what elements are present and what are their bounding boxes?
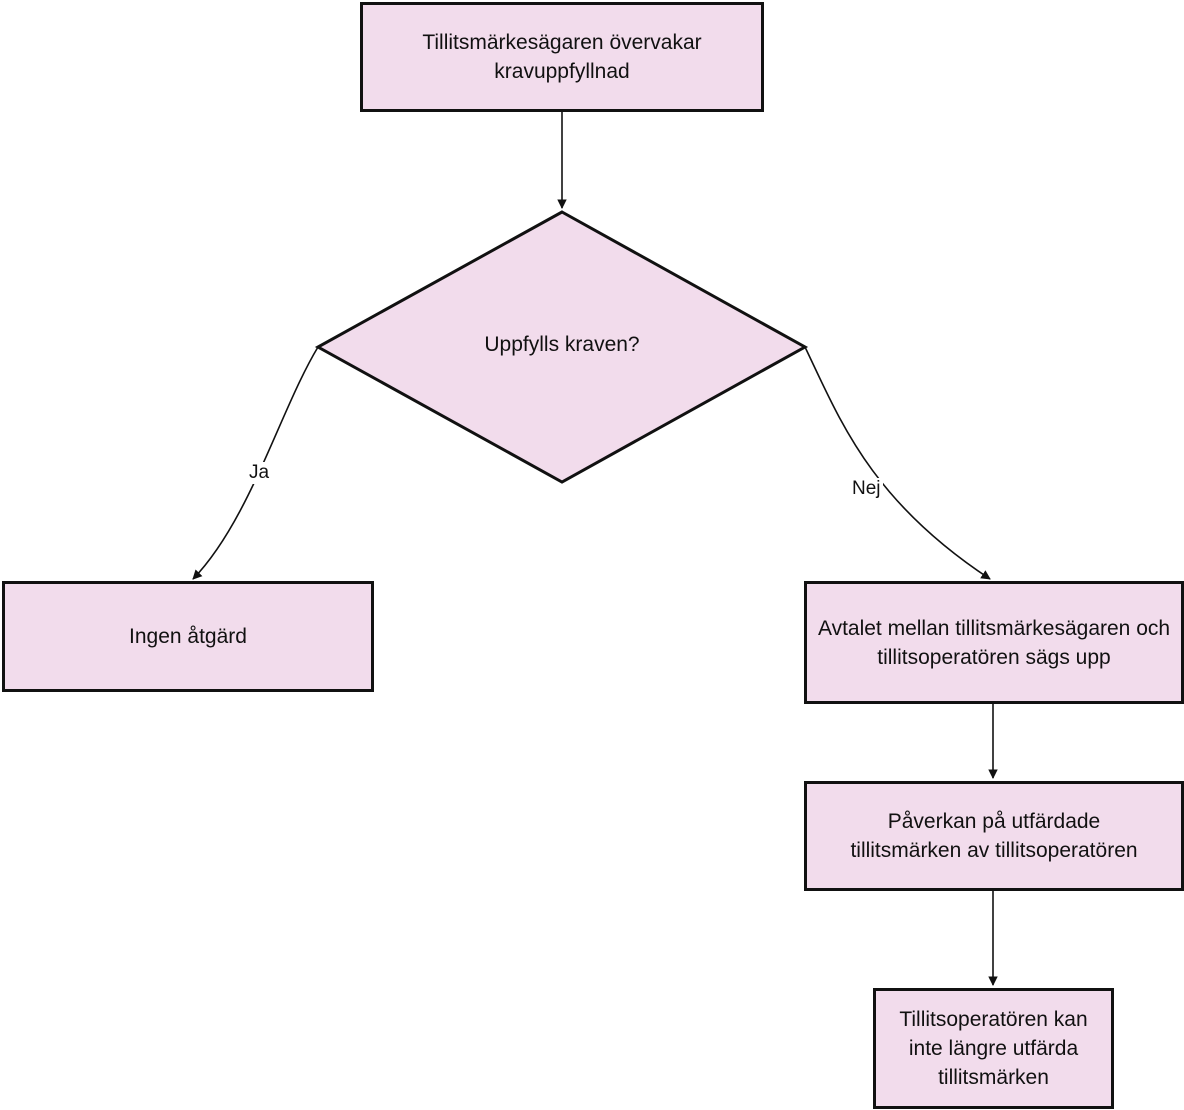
edge-label-yes: Ja xyxy=(247,462,272,484)
node-agreement-terminated: Avtalet mellan tillitsmärkesägaren och t… xyxy=(804,581,1184,704)
node-no-action: Ingen åtgärd xyxy=(2,581,374,692)
arrow-decision-to-terminate xyxy=(804,346,991,580)
decision-diamond xyxy=(314,210,809,484)
node-monitor-compliance-label: Tillitsmärkesägaren övervakar kravuppfyl… xyxy=(422,31,702,83)
node-no-action-label: Ingen åtgärd xyxy=(129,625,247,648)
node-impact-issued-marks: Påverkan på utfärdade tillitsmärken av t… xyxy=(804,781,1184,891)
node-impact-issued-marks-label: Påverkan på utfärdade tillitsmärken av t… xyxy=(850,810,1138,862)
edge-label-no: Nej xyxy=(850,478,883,500)
node-cannot-issue-label: Tillitsoperatören kan inte längre utfärd… xyxy=(899,1008,1088,1089)
node-cannot-issue: Tillitsoperatören kan inte längre utfärd… xyxy=(873,988,1114,1109)
node-monitor-compliance: Tillitsmärkesägaren övervakar kravuppfyl… xyxy=(360,2,764,112)
decision-label: Uppfylls kraven? xyxy=(484,333,640,356)
node-agreement-terminated-label: Avtalet mellan tillitsmärkesägaren och t… xyxy=(817,616,1171,669)
